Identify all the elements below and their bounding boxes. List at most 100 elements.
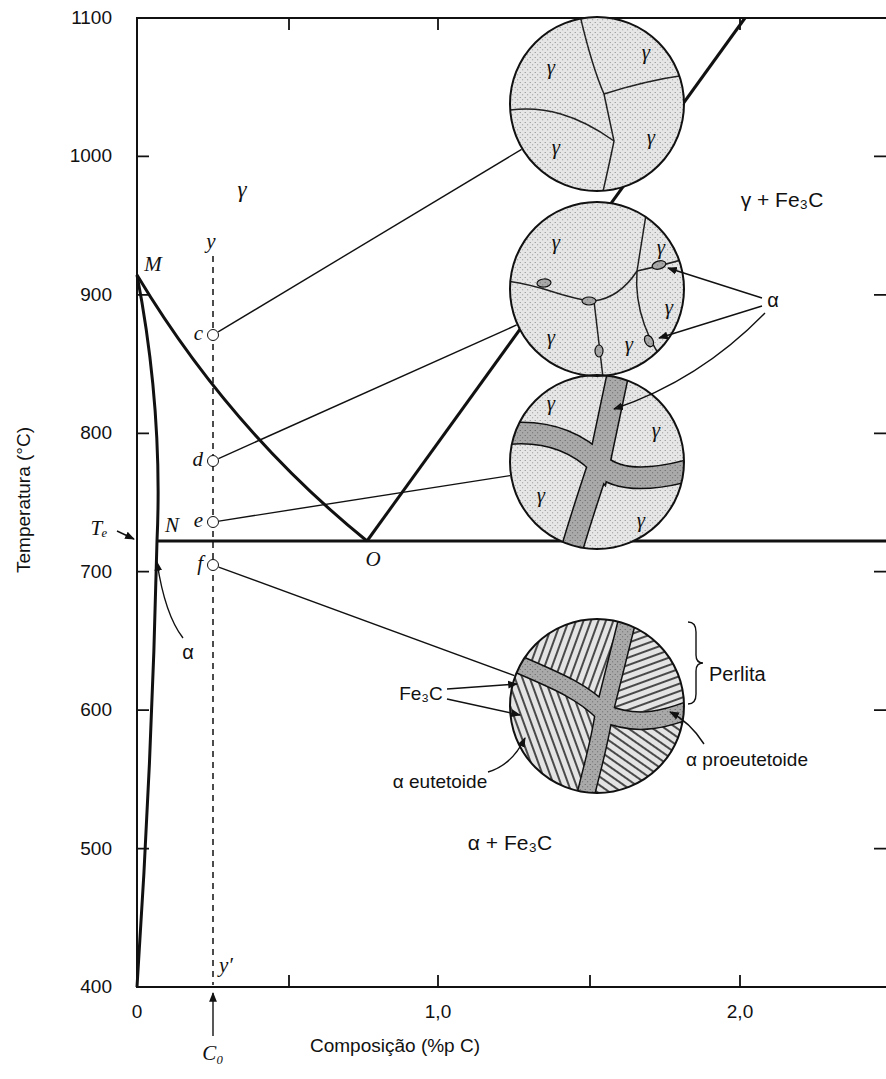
phase-label: γ: [657, 236, 665, 259]
alpha-arrow: [659, 306, 762, 338]
te-arrow: [117, 531, 134, 539]
composition-line: [212, 256, 214, 985]
alpha-band: [599, 464, 694, 478]
alpha-band: [569, 464, 599, 559]
phase-label: γ: [647, 126, 655, 149]
alpha-particle: [537, 278, 552, 287]
point-label: c: [194, 322, 203, 345]
tick-label: 500: [80, 839, 112, 860]
state-point: e: [207, 516, 219, 528]
diagram-label: γ + Fe₃C: [741, 188, 824, 211]
phase-label: γ: [665, 296, 673, 319]
tick-label: 0: [132, 1002, 143, 1023]
alpha-particle: [643, 334, 656, 348]
axis-title: Temperatura (°C): [14, 427, 35, 573]
diagram-label: α + Fe₃C: [468, 831, 552, 854]
tick-marks: [137, 18, 886, 987]
diagram-label: N: [165, 514, 179, 537]
diagram-label: Tₑ: [90, 517, 107, 540]
micrograph-circle: γ γ γ γ: [509, 16, 685, 192]
point-label: f: [197, 552, 203, 575]
phase-label: γ: [652, 419, 660, 442]
eutectoid-line: [157, 540, 886, 543]
alpha-particle: [582, 297, 596, 305]
diagram-label: Fe₃C: [399, 684, 443, 705]
alpha-band: [504, 613, 629, 713]
austenite-micrograph: [504, 11, 694, 201]
alpha-band: [504, 369, 619, 464]
alpha-band: [584, 713, 604, 803]
diagram-label: y: [206, 230, 215, 253]
diagram-label: α: [767, 289, 779, 311]
diagram-label: α proeutetoide: [686, 750, 808, 771]
grain-boundary: [504, 196, 649, 301]
phase-label: γ: [547, 326, 555, 349]
nucleation-micrograph: [504, 196, 694, 386]
leader-line: [219, 476, 510, 521]
pearlite-micrograph: [504, 613, 694, 803]
phase-boundaries: [137, 18, 886, 987]
phase-label: γ: [637, 509, 645, 532]
diagram-label: O: [365, 548, 380, 571]
point-label: d: [193, 448, 204, 471]
phase-label: γ: [642, 41, 650, 64]
alpha-arrow: [157, 562, 183, 638]
grain-boundary: [637, 256, 694, 271]
alpha-band: [584, 713, 604, 803]
structure-label: Perlita: [709, 663, 766, 685]
leader-lines: [117, 268, 765, 1036]
alpha-band: [569, 464, 599, 559]
diagram-label: α eutetoide: [393, 772, 487, 793]
grain-boundary: [579, 11, 614, 201]
alpha-arrow: [614, 313, 765, 409]
diagram-label: y′: [219, 954, 233, 977]
point-label: e: [194, 509, 203, 532]
grain-boundary: [604, 74, 694, 94]
micrograph-circle: γ γ γ γ γ: [509, 201, 685, 377]
phase-label: γ: [537, 484, 545, 507]
alpha-particle: [595, 345, 603, 357]
proeutectoid-arrow: [670, 712, 704, 744]
state-point: c: [207, 329, 219, 341]
tick-label: 2,0: [727, 1002, 753, 1023]
axis-frame: [137, 18, 886, 987]
pearlite-bracket: [688, 622, 703, 704]
alpha-arrow: [668, 268, 762, 298]
leader-line: [219, 567, 515, 676]
tick-label: 700: [80, 562, 112, 583]
tick-label: 800: [80, 423, 112, 444]
phase-label: γ: [547, 56, 555, 79]
tick-label: 900: [80, 285, 112, 306]
diagram-label: α: [182, 641, 194, 663]
grain-boundary: [637, 271, 669, 371]
axes: [137, 18, 886, 987]
phase-label: γ: [552, 231, 560, 254]
leader-line: [218, 325, 516, 459]
alpha-band: [504, 613, 629, 713]
tick-label: 1100: [71, 8, 112, 29]
micrograph-circle: γ γ γ γ: [509, 374, 685, 550]
phase-label: γ: [547, 392, 555, 415]
growth-micrograph: [504, 369, 694, 559]
micrograph-circle: Perlita: [509, 618, 685, 794]
tick-label: 1000: [70, 146, 112, 167]
state-point: f: [207, 559, 219, 571]
diagram-label: M: [144, 253, 162, 276]
eutectoid-arrow: [488, 738, 525, 772]
leader-line: [218, 149, 521, 332]
alpha-particle: [651, 259, 667, 270]
c0-arrow: [212, 993, 213, 1036]
phase-label: γ: [552, 136, 560, 159]
phase-label: γ: [625, 333, 633, 356]
tick-label: 400: [80, 977, 112, 998]
state-point: d: [207, 455, 219, 467]
fe3c-arrow: [447, 684, 517, 689]
axis-title: Composição (%p C): [310, 1036, 480, 1057]
alpha-solvus: [137, 275, 158, 987]
alpha-band: [504, 369, 619, 464]
diagram-label: γ: [237, 177, 246, 202]
tick-label: 1,0: [425, 1002, 451, 1023]
